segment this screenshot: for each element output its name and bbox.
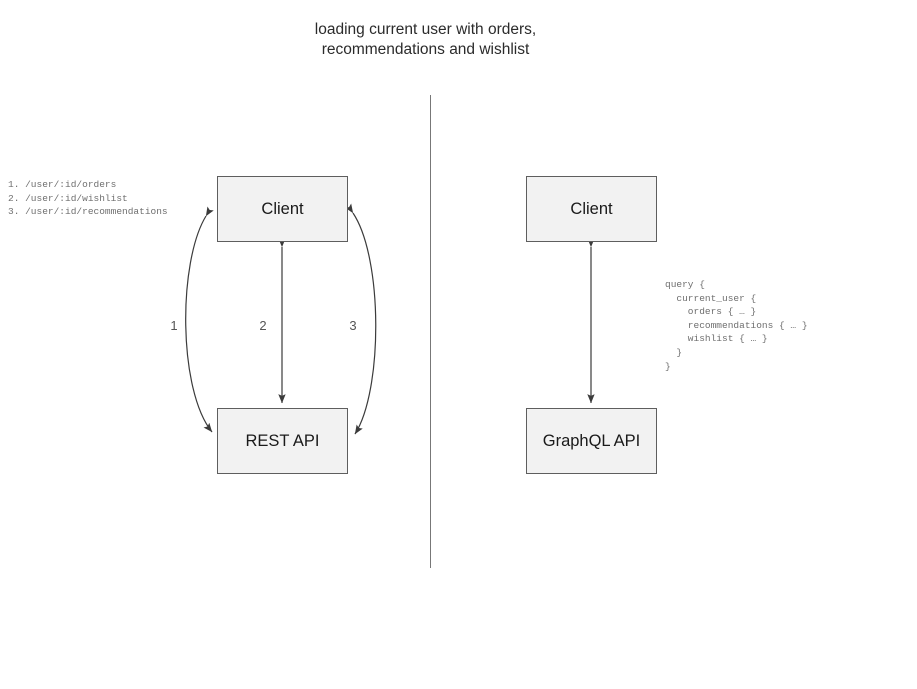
- rest-endpoint-list: 1. /user/:id/orders 2. /user/:id/wishlis…: [8, 179, 168, 218]
- edge-label-3: 3: [349, 318, 357, 333]
- node-client-graphql[interactable]: Client: [526, 176, 657, 242]
- vertical-divider: [430, 95, 431, 568]
- edge-label-1: 1: [170, 318, 178, 333]
- diagram-title: loading current user with orders, recomm…: [314, 21, 537, 58]
- node-graphql-api[interactable]: GraphQL API: [526, 408, 657, 474]
- graphql-query-snippet: query { current_user { orders { … } reco…: [665, 279, 808, 372]
- node-rest-api[interactable]: REST API: [217, 408, 348, 474]
- edge-rest-1: [185, 206, 214, 433]
- edge-label-2: 2: [259, 318, 267, 333]
- node-client-rest[interactable]: Client: [217, 176, 348, 242]
